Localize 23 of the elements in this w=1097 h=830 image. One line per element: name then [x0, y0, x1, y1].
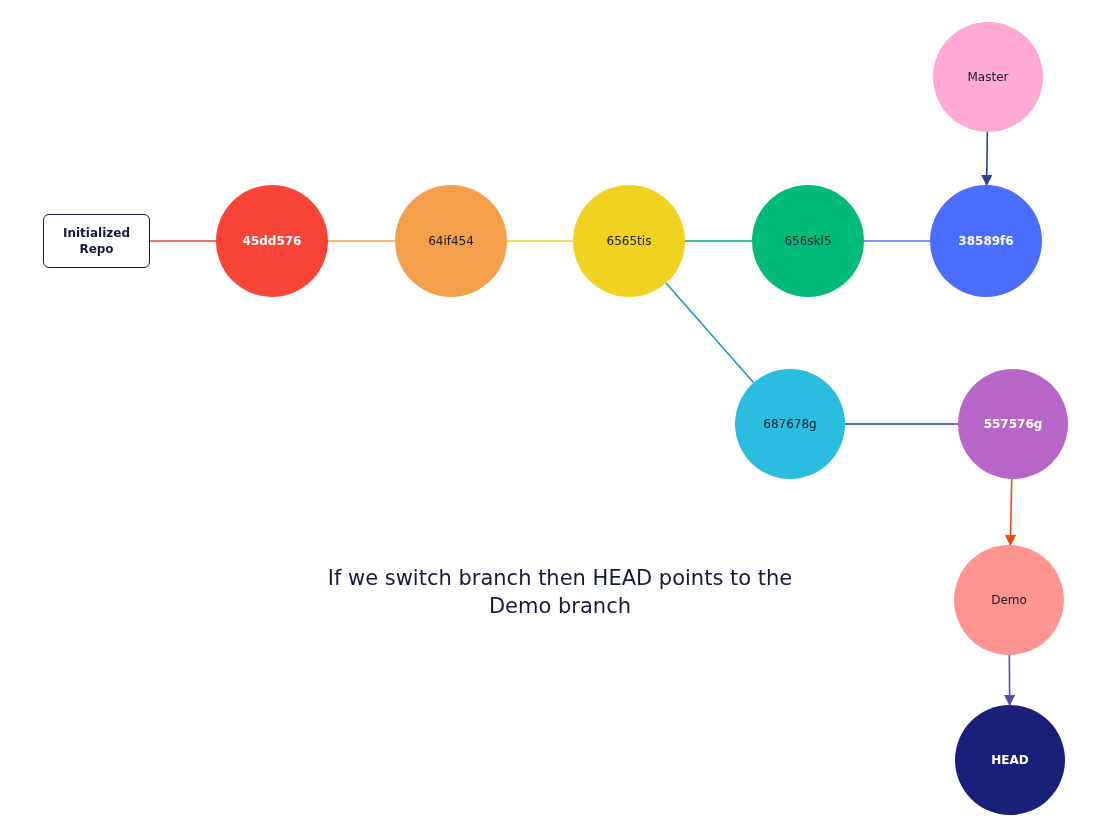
node-label: 687678g	[763, 416, 817, 432]
node-label: 557576g	[983, 416, 1043, 432]
node-label: 6565tis	[606, 233, 652, 249]
connector-line	[863, 240, 931, 242]
connector-line	[506, 240, 574, 242]
start-box	[43, 214, 150, 268]
node-label: HEAD	[991, 752, 1029, 768]
caption-text: If we switch branch then HEAD points to the Demo branch	[326, 565, 794, 620]
node-label: Master	[967, 69, 1009, 85]
connector-line	[665, 282, 755, 384]
node-label: 38589f6	[958, 233, 1014, 249]
connector-line	[149, 240, 217, 242]
connector-line	[684, 240, 753, 242]
node-label: 656skl5	[784, 233, 832, 249]
node-label: Demo	[991, 592, 1027, 608]
arrow	[1004, 654, 1016, 707]
connector-line	[327, 240, 396, 242]
node-label: 45dd576	[242, 233, 302, 249]
arrow	[981, 131, 993, 187]
connector-line	[844, 423, 959, 425]
arrow	[1004, 478, 1017, 547]
node-label: 64if454	[428, 233, 474, 249]
node-label: Initialized Repo	[62, 225, 131, 257]
